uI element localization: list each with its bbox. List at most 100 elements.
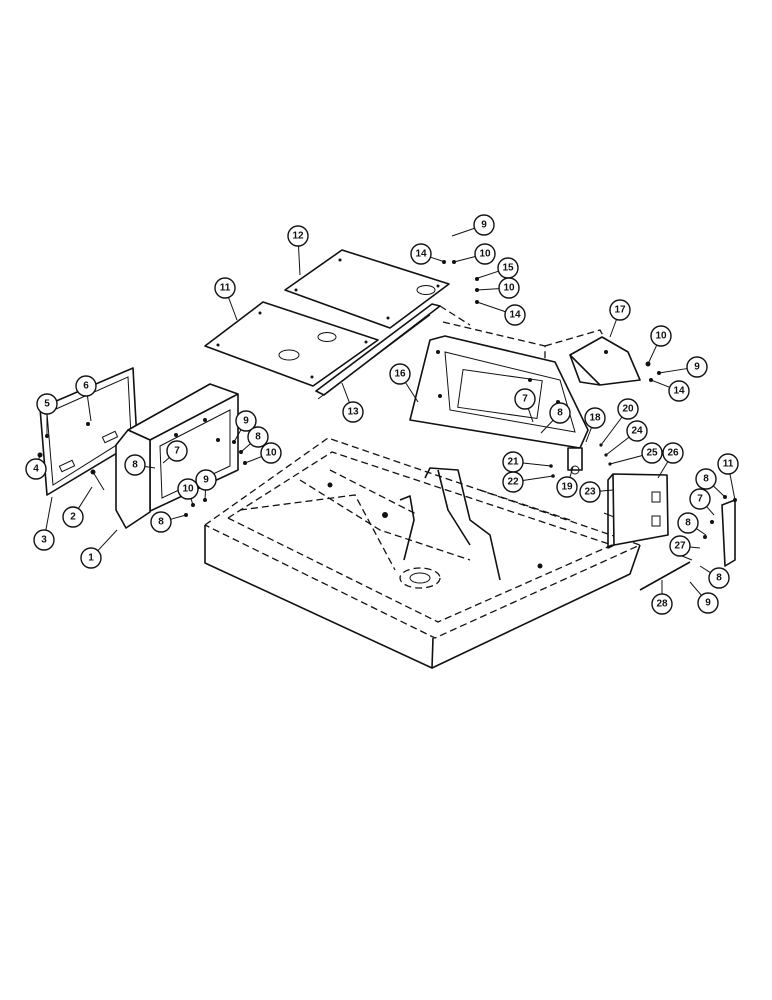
leader-line: [244, 456, 262, 464]
callout-number: 20: [622, 404, 634, 415]
callout-9: 9: [658, 356, 708, 378]
callout-21: 21: [502, 451, 552, 473]
leader-line: [600, 416, 623, 446]
callout-circle: [25, 458, 47, 480]
callout-11: 11: [214, 277, 238, 321]
leader-line: [585, 427, 592, 443]
callout-circle: [214, 277, 236, 299]
callout-7: 7: [162, 440, 188, 464]
callout-circle: [579, 481, 601, 503]
callout-number: 27: [674, 541, 686, 552]
callout-number: 9: [481, 220, 487, 231]
callout-circle: [695, 468, 717, 490]
callout-circle: [80, 547, 102, 569]
callout-7: 7: [514, 388, 536, 423]
callout-circle: [626, 420, 648, 442]
callout-number: 12: [292, 231, 304, 242]
callout-number: 23: [584, 487, 596, 498]
callout-circle: [342, 401, 364, 423]
callout-8: 8: [124, 454, 156, 476]
callout-14: 14: [650, 379, 690, 402]
callout-2: 2: [62, 486, 93, 528]
callout-circle: [609, 299, 631, 321]
callout-number: 11: [220, 283, 231, 294]
callout-number: 8: [557, 408, 563, 419]
callout-circle: [195, 469, 217, 491]
bolt-assembly: [90, 469, 105, 491]
callout-circle: [650, 325, 672, 347]
callout-3: 3: [33, 496, 55, 551]
callout-5: 5: [36, 393, 58, 436]
callout-circle: [514, 388, 536, 410]
base-frame: [204, 437, 642, 669]
callout-circle: [124, 454, 146, 476]
leader-line: [689, 546, 701, 549]
callout-circle: [235, 410, 257, 432]
callout-7: 7: [689, 488, 715, 516]
callout-circle: [287, 225, 309, 247]
callout-14: 14: [476, 301, 526, 326]
callout-number: 24: [631, 426, 643, 437]
leader-line: [569, 466, 574, 478]
callout-circle: [717, 453, 739, 475]
callout-18: 18: [584, 407, 606, 443]
leader-line: [522, 475, 554, 482]
callout-number: 8: [132, 460, 138, 471]
callout-circle: [389, 363, 411, 385]
callout-circle: [33, 529, 55, 551]
callout-circle: [504, 304, 526, 326]
callout-number: 7: [522, 394, 528, 405]
leader-line: [38, 454, 41, 460]
leader-line: [605, 436, 630, 456]
callout-circle: [260, 442, 282, 464]
callout-circle: [177, 478, 199, 500]
leader-line: [144, 465, 156, 469]
callout-number: 5: [44, 399, 50, 410]
callout-number: 11: [723, 459, 734, 470]
callout-10: 10: [453, 243, 496, 265]
callout-10: 10: [647, 325, 672, 365]
leader-line: [712, 485, 726, 498]
leader-line: [527, 408, 534, 423]
callout-number: 14: [673, 386, 685, 397]
callout-number: 7: [174, 446, 180, 457]
callout-number: 8: [158, 517, 164, 528]
callout-1: 1: [80, 529, 118, 569]
callout-number: 8: [685, 518, 691, 529]
callout-number: 15: [502, 263, 514, 274]
leader-line: [476, 301, 506, 313]
leader-line: [162, 457, 170, 464]
callout-8: 8: [699, 565, 730, 589]
callout-number: 26: [667, 448, 679, 459]
callout-number: 3: [41, 535, 47, 546]
callout-number: 9: [705, 598, 711, 609]
top-cover: [544, 329, 641, 386]
callout-circle: [677, 512, 699, 534]
leader-line: [404, 382, 419, 403]
leader-line: [729, 473, 736, 501]
callout-number: 18: [589, 413, 601, 424]
callout-9: 9: [195, 469, 217, 501]
callout-9: 9: [689, 581, 719, 614]
latch-assembly: [639, 499, 736, 591]
callout-17: 17: [609, 299, 631, 338]
callout-number: 14: [415, 249, 427, 260]
callout-24: 24: [605, 420, 648, 456]
leader-line: [609, 455, 643, 465]
leader-line: [451, 227, 475, 237]
callout-number: 6: [83, 381, 89, 392]
leader-line: [430, 256, 446, 263]
leader-line: [77, 486, 93, 509]
callout-number: 9: [203, 475, 209, 486]
battery-door: [603, 473, 669, 549]
callout-circle: [498, 277, 520, 299]
callout-20: 20: [600, 398, 639, 446]
callout-circle: [651, 593, 673, 615]
callout-circle: [247, 426, 269, 448]
callout-circle: [549, 402, 571, 424]
callout-circle: [62, 506, 84, 528]
callout-number: 10: [265, 448, 277, 459]
callout-number: 14: [509, 310, 521, 321]
callout-number: 8: [703, 474, 709, 485]
